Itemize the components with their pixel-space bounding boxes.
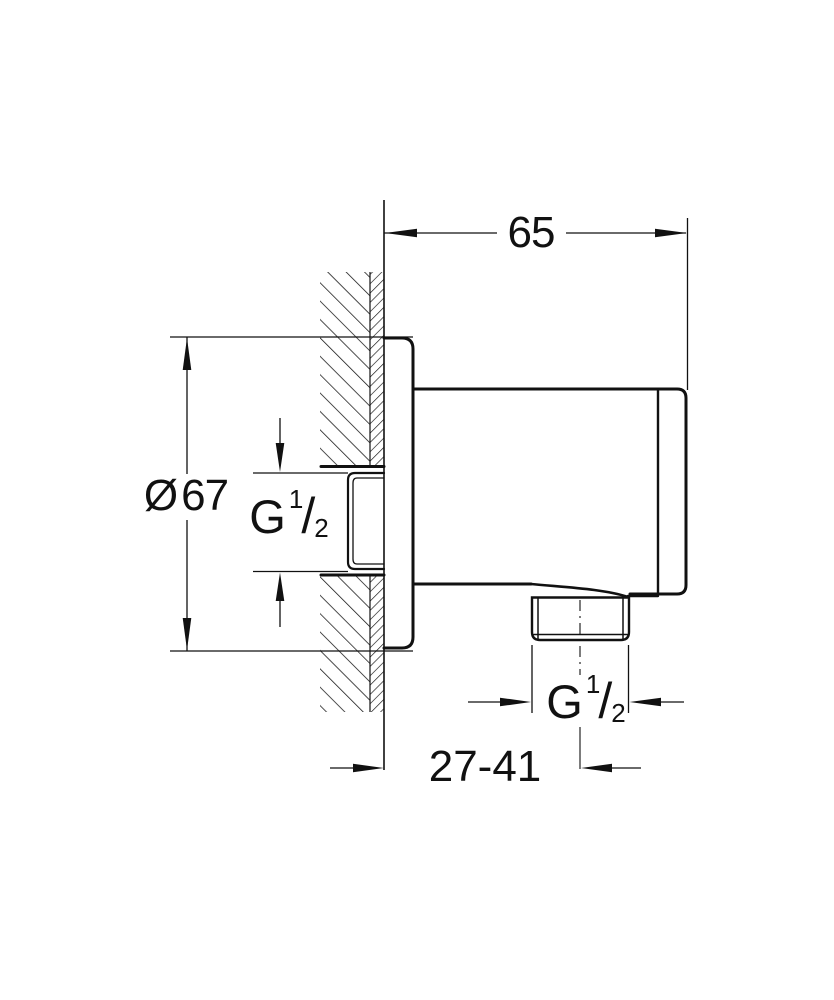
dimension-annotations xyxy=(170,218,689,773)
label-inlet-thread: G 1 / 2 xyxy=(249,486,329,544)
arrowhead-left xyxy=(581,763,612,773)
diameter-symbol: Ø xyxy=(143,471,178,520)
arrowhead-down xyxy=(182,618,192,650)
outlet-nut xyxy=(530,596,631,642)
tile-hatch-lower xyxy=(370,575,384,712)
arrowhead-up xyxy=(275,572,285,601)
wall-hatch-upper xyxy=(320,272,370,466)
dimension-outlet-thread xyxy=(468,645,684,713)
label-depth-range: 27-41 xyxy=(429,745,542,789)
arrowhead-right xyxy=(655,228,687,238)
label-width-from-wall: 65 xyxy=(507,208,556,257)
thread-numerator: 1 xyxy=(585,669,601,699)
thread-denominator: 2 xyxy=(314,513,329,543)
label-escutcheon-diameter: Ø67 xyxy=(143,471,229,520)
escutcheon-flange xyxy=(382,336,415,650)
width-value: 65 xyxy=(507,208,556,257)
thread-letter: G xyxy=(249,490,286,543)
depth-range-value: 27-41 xyxy=(428,742,542,791)
wall-hatch-lower xyxy=(320,575,370,712)
thread-slash: / xyxy=(301,488,316,544)
thread-letter: G xyxy=(546,675,583,728)
body-outline xyxy=(411,387,688,596)
label-outlet-thread: G 1 / 2 xyxy=(546,671,626,729)
dimension-inlet-thread xyxy=(253,418,348,627)
dimension-escutcheon-diameter xyxy=(170,336,413,652)
shower-outlet-fixture xyxy=(319,336,688,650)
dimension-width-from-wall xyxy=(384,218,689,390)
thread-slash: / xyxy=(598,673,613,729)
diameter-value: 67 xyxy=(181,471,229,520)
arrowhead-down xyxy=(275,443,285,472)
inlet-thread-outer xyxy=(346,471,386,571)
arrowhead-right xyxy=(353,763,384,773)
dimension-depth-range xyxy=(330,763,641,773)
outlet-nut-thread-lines xyxy=(533,596,628,640)
arrowhead-up xyxy=(182,338,192,370)
inlet-thread-inner xyxy=(352,477,385,565)
thread-numerator: 1 xyxy=(288,484,304,514)
inlet-boss-edges xyxy=(319,465,386,577)
arrowhead-left xyxy=(629,697,661,707)
thread-denominator: 2 xyxy=(611,698,626,728)
wall-section xyxy=(320,200,385,770)
elbow-fillet-curve xyxy=(529,582,630,599)
arrowhead-right xyxy=(500,697,531,707)
tile-hatch-upper xyxy=(370,272,384,466)
arrowhead-left xyxy=(385,228,417,238)
